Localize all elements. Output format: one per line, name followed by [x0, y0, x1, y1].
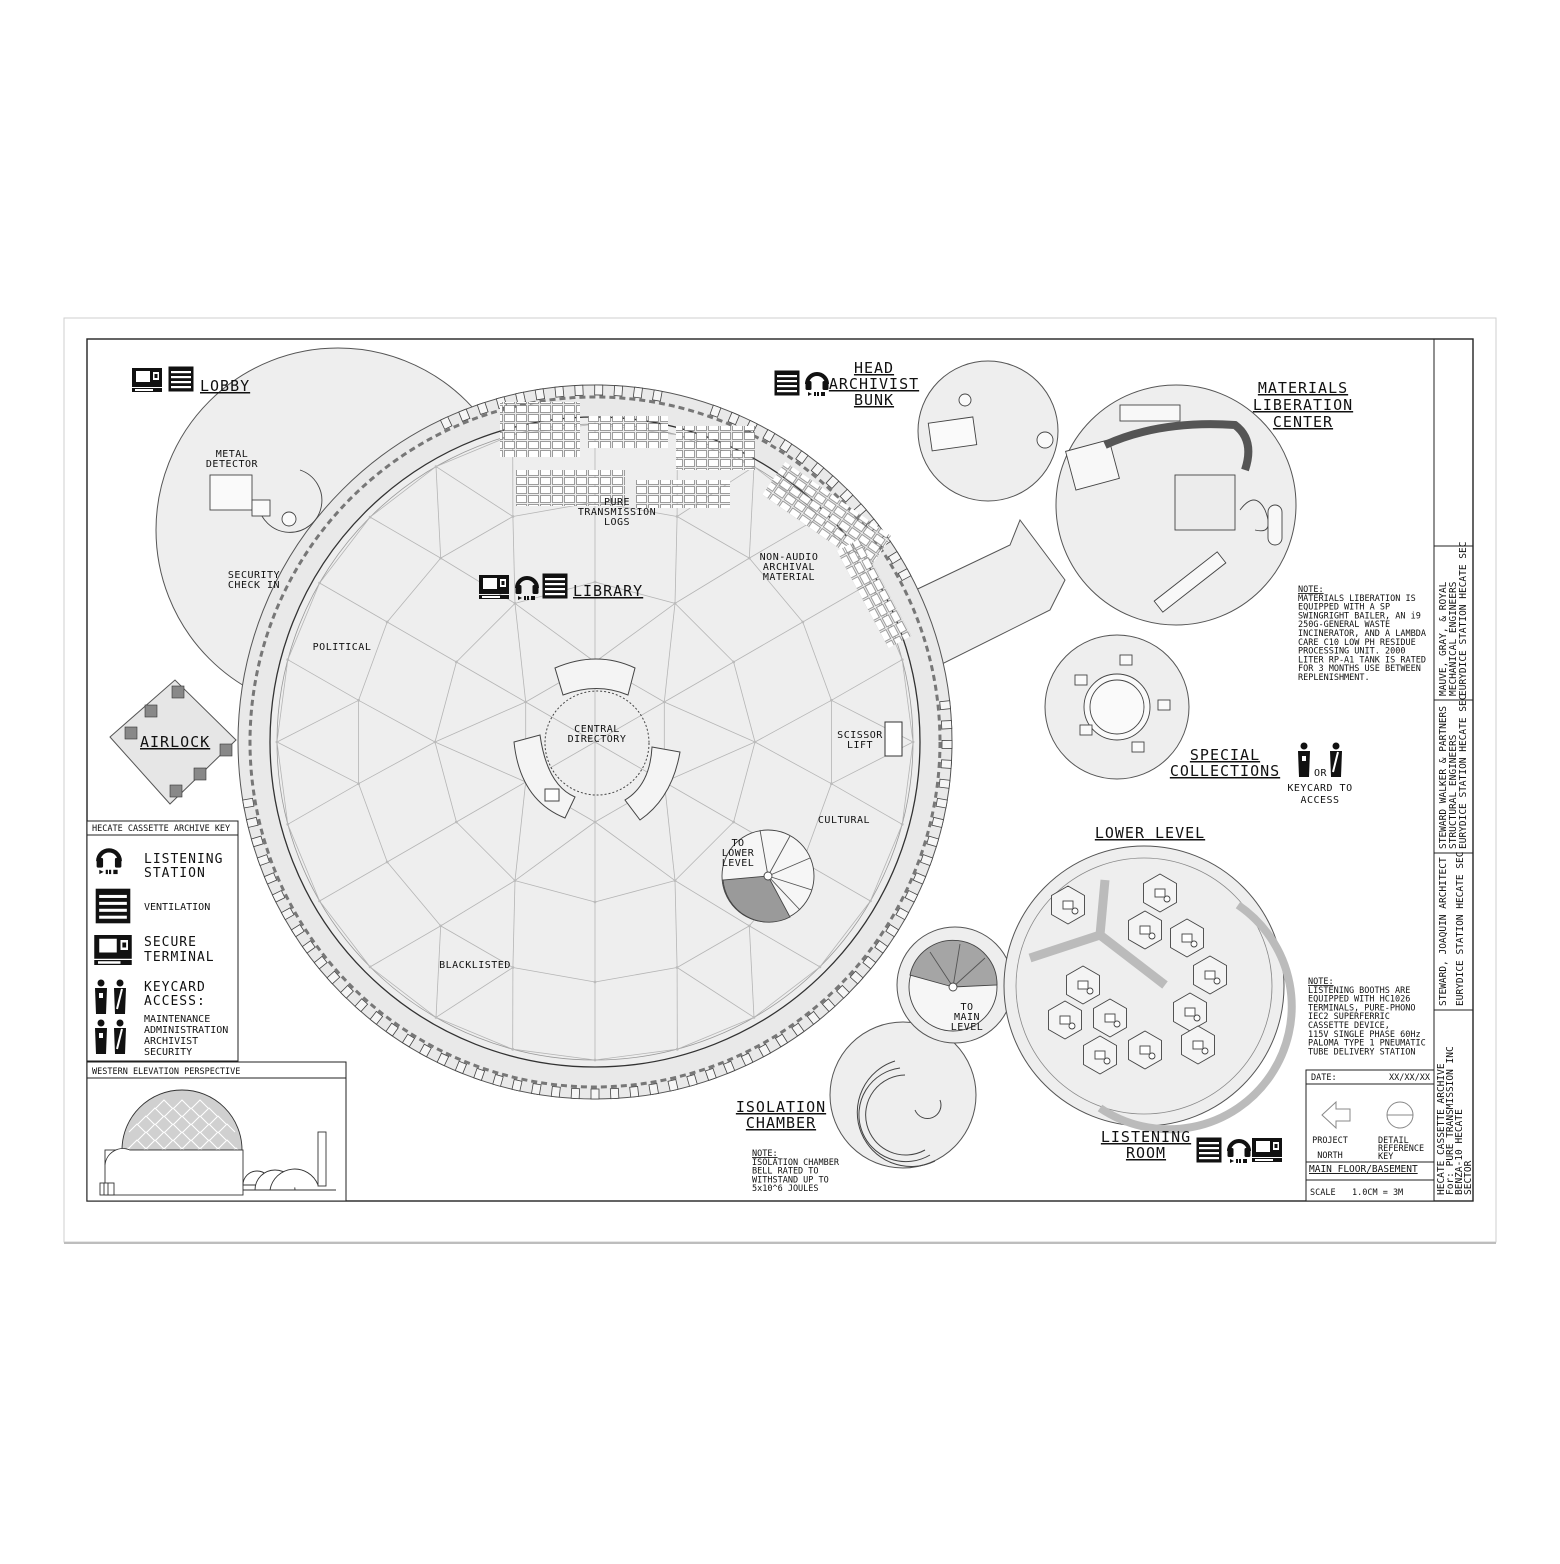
key-role-3: ARCHIVIST — [144, 1036, 198, 1047]
isolation-note-line: 5x10^6 JOULES — [752, 1184, 819, 1194]
scale-label: SCALE — [1310, 1188, 1336, 1198]
ventilation-icon — [1197, 1138, 1222, 1163]
project-north-line2: NORTH — [1317, 1151, 1343, 1161]
to-main-line3: LEVEL — [951, 1022, 984, 1033]
key-keycard-line1: KEYCARD — [144, 980, 206, 995]
materials-note-line: REPLENISHMENT. — [1298, 673, 1370, 683]
to-lower-line3: LEVEL — [722, 858, 755, 869]
lobby-label: LOBBY — [200, 377, 250, 395]
scissor-lift-line2: LIFT — [847, 740, 873, 751]
ventilation-icon — [169, 367, 194, 392]
secure-terminal-icon — [1252, 1138, 1282, 1162]
key-role-2: ADMINISTRATION — [144, 1025, 228, 1036]
key-title: HECATE CASSETTE ARCHIVE KEY — [92, 824, 230, 834]
date-label: DATE: — [1311, 1073, 1337, 1083]
tb-structural-line3: EURYDICE STATION HECATE SEC — [1458, 695, 1469, 849]
elevation-title: WESTERN ELEVATION PERSPECTIVE — [92, 1067, 240, 1077]
secure-terminal-icon — [94, 935, 132, 965]
scale-value: 1.0CM = 3M — [1352, 1188, 1403, 1198]
head-bunk-line3: BUNK — [854, 391, 894, 409]
ventilation-icon — [96, 889, 131, 924]
listening-room-line2: ROOM — [1126, 1144, 1166, 1162]
pure-transmission-line3: LOGS — [604, 517, 630, 528]
project-north-line1: PROJECT — [1312, 1136, 1348, 1146]
tb-project-line4: SECTOR — [1463, 1160, 1474, 1195]
isolation-heading: ISOLATION CHAMBER — [736, 1098, 826, 1132]
secure-terminal-icon — [479, 575, 509, 599]
secure-terminal-icon — [132, 368, 162, 392]
security-check-line2: CHECK IN — [228, 580, 280, 591]
ventilation-icon — [775, 371, 800, 396]
special-line2: COLLECTIONS — [1170, 762, 1280, 780]
scissor-lift — [885, 722, 902, 756]
key-terminal-line1: SECURE — [144, 935, 197, 950]
political-label: POLITICAL — [313, 642, 372, 653]
key-keycard-line2: ACCESS: — [144, 994, 206, 1009]
materials-line2: LIBERATION — [1253, 396, 1353, 414]
central-directory-line2: DIRECTORY — [568, 734, 627, 745]
key-ventilation: VENTILATION — [144, 902, 210, 913]
key-role-4: SECURITY — [144, 1047, 192, 1058]
key-listening-line1: LISTENING — [144, 852, 223, 867]
blacklisted-label: BLACKLISTED — [439, 960, 511, 971]
sheet-name: MAIN FLOOR/BASEMENT — [1309, 1164, 1418, 1175]
ventilation-icon — [543, 574, 568, 599]
isolation-chamber-floor — [830, 1022, 976, 1168]
or-label: OR — [1314, 768, 1328, 779]
cultural-label: CULTURAL — [818, 815, 870, 826]
library-label: LIBRARY — [573, 582, 643, 600]
airlock-label: AIRLOCK — [140, 733, 210, 751]
isolation-line2: CHAMBER — [746, 1114, 816, 1132]
detail-ref-line3: KEY — [1378, 1152, 1393, 1162]
tb-architect-line2: EURYDICE STATION HECATE SEC — [1455, 852, 1466, 1006]
metal-detector-line2: DETECTOR — [206, 459, 259, 470]
key-role-1: MAINTENANCE — [144, 1014, 210, 1025]
keycard-to-access-line2: ACCESS — [1300, 795, 1339, 806]
tb-mechanical-line3: EURYDICE STATION HECATE SEC — [1458, 542, 1469, 696]
tb-architect-line1: STEWARD, JOAQUIN ARCHITECT — [1438, 857, 1449, 1006]
listening-note-line: TUBE DELIVERY STATION — [1308, 1047, 1415, 1057]
lower-level-label: LOWER LEVEL — [1095, 824, 1205, 842]
materials-line3: CENTER — [1273, 413, 1333, 431]
western-elevation: WESTERN ELEVATION PERSPECTIVE — [87, 1062, 346, 1201]
key-terminal-line2: TERMINAL — [144, 950, 215, 965]
archive-key: HECATE CASSETTE ARCHIVE KEY LISTENING ST… — [87, 821, 238, 1061]
keycard-to-access-line1: KEYCARD TO — [1287, 783, 1352, 794]
non-audio-line3: MATERIAL — [763, 572, 815, 583]
date-value: XX/XX/XX — [1389, 1073, 1431, 1083]
materials-line1: MATERIALS — [1258, 379, 1348, 397]
key-listening-line2: STATION — [144, 866, 206, 881]
